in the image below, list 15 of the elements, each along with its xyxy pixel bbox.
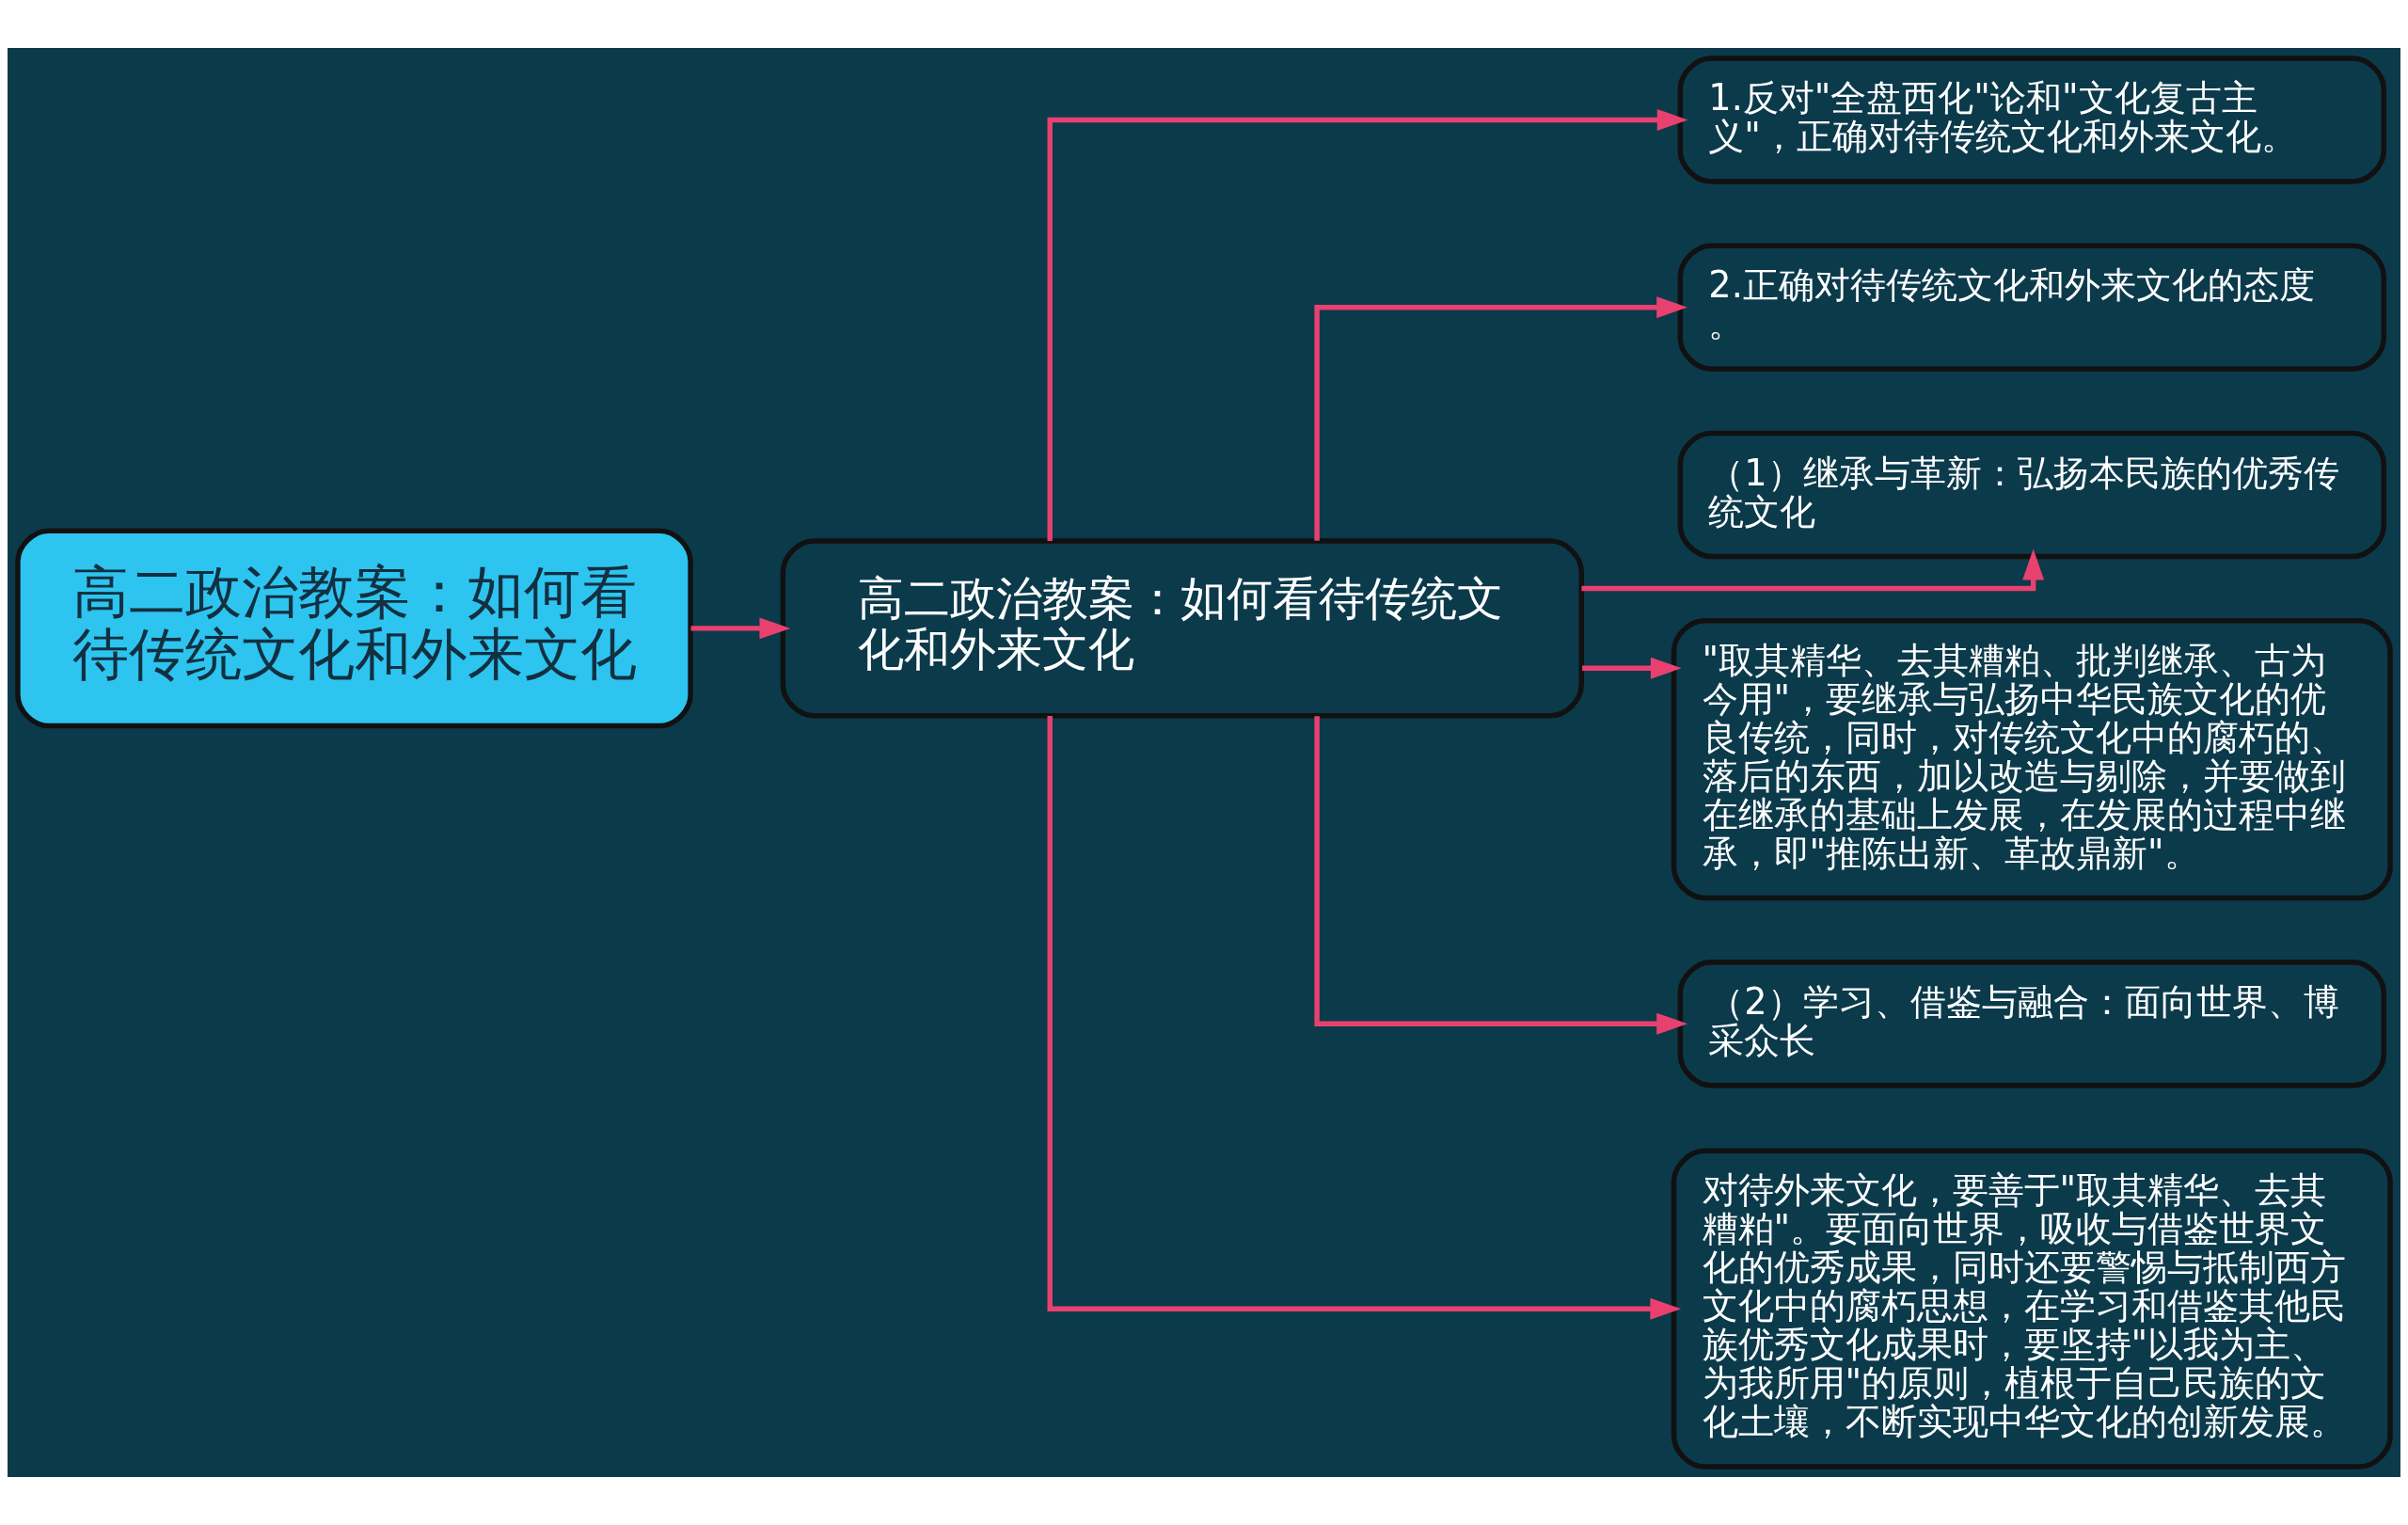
node-box: 高二政治教案：如何看待传统文化和外来文化: [15, 528, 693, 729]
arrow: [690, 617, 791, 640]
arrow: [1314, 716, 1688, 1035]
node-box: 对待外来文化，要善于"取其精华、去其糟粕"。要面向世界，吸收与借鉴世界文化的优秀成果，同时还要警惕与抵制西方文化中的腐朽思想，在学习和借鉴其他民族优秀文化成果时，要坚持"以我为主、为我所用"的原则，植根于自己民族的文化土壤，不断实现中华文化的创新发展。: [1671, 1148, 2393, 1469]
arrow: [1581, 548, 2045, 592]
node-box: "取其精华、去其糟粕、批判继承、古为今用"，要继承与弘扬中华民族文化的优良传统，同时，对传统文化中的腐朽的、落后的东西，加以改造与剔除，并要做到在继承的基础上发展，在发展的过程中继承，即"推陈出新、革故鼎新"。: [1671, 617, 2393, 901]
node-box: 高二政治教案：如何看待传统文化和外来文化: [780, 538, 1584, 719]
node-box: （2）学习、借鉴与融合：面向世界、博采众长: [1677, 960, 2386, 1088]
node-box: 2.正确对待传统文化和外来文化的态度。: [1677, 243, 2386, 372]
node-box: （1）继承与革新：弘扬本民族的优秀传统文化: [1677, 430, 2386, 560]
arrow: [1582, 657, 1682, 679]
arrow: [1047, 715, 1682, 1320]
arrow: [1047, 108, 1688, 541]
node-box: 1.反对"全盘西化"论和"文化复古主义"，正确对待传统文化和外来文化。: [1677, 56, 2386, 184]
arrow: [1314, 296, 1688, 541]
